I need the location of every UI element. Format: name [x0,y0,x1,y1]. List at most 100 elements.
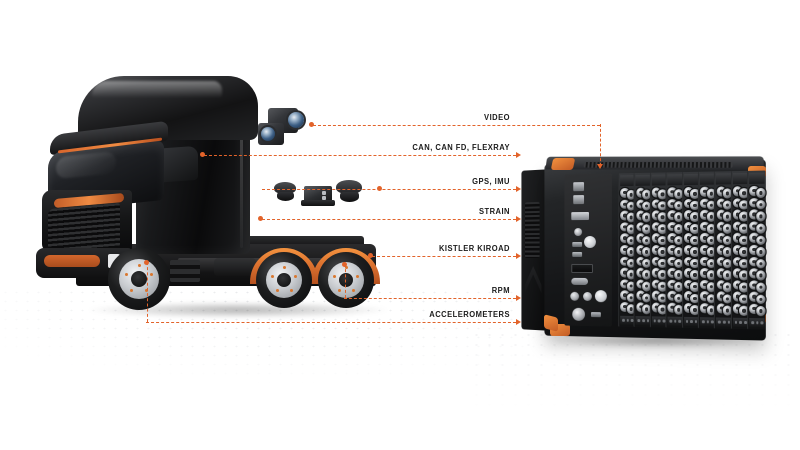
label-accelerometers: ACCELEROMETERS [429,309,510,319]
bnc-connector-pin [660,261,665,266]
ethernet-port-icon[interactable] [573,195,585,205]
bnc-connector-icon[interactable] [756,211,766,222]
bnc-connector-icon[interactable] [756,282,766,293]
wheel-lug [333,275,336,278]
bnc-connector-pin [676,215,681,219]
wheel-lug [290,289,293,292]
daq-module-header [667,174,683,186]
bnc-connector-pin [629,215,633,220]
wheel-lug [138,264,141,267]
daq-connector-module [714,171,733,329]
wheel-lug [338,289,341,292]
dsub-port-icon[interactable] [571,277,588,285]
connector-origin-can [200,152,205,157]
bnc-connector-icon[interactable] [756,294,766,305]
bnc-connector-icon[interactable] [756,223,766,234]
bnc-connector-pin [676,238,681,243]
label-gps-imu: GPS, IMU [472,176,510,186]
bnc-connector-pin [709,250,713,254]
connector-arrow-video [596,164,603,169]
bnc-connector-pin [660,215,665,220]
bnc-connector-pin [676,250,681,254]
circular-connector-icon[interactable] [572,307,586,321]
bnc-connector-pin [693,226,697,231]
bnc-connector-icon[interactable] [570,291,580,301]
bnc-connector-pin [676,203,681,208]
bnc-connector-pin [742,203,746,207]
daq-status-led [734,320,738,324]
power-button[interactable] [584,235,596,249]
daq-connector-module [730,170,750,330]
bnc-connector-icon[interactable] [756,247,766,257]
daq-module-header [651,174,667,186]
bnc-connector-icon[interactable] [756,306,766,316]
bnc-connector-pin [693,273,697,277]
bnc-connector-icon[interactable] [756,235,766,246]
bnc-connector-pin [725,261,730,266]
daq-connector-module [697,171,716,329]
bnc-connector-pin [693,308,697,312]
daq-status-led [711,320,714,324]
usb-port-icon[interactable] [590,312,601,318]
gps-imu-sensor-group [274,176,362,210]
bnc-connector-pin [709,273,713,277]
wheel-lug [130,289,133,292]
bnc-connector-icon[interactable] [756,199,766,210]
usb-port-icon[interactable] [572,251,583,257]
bnc-connector-pin [725,215,730,219]
bnc-connector-pin [759,297,763,301]
bnc-connector-pin [645,238,649,243]
bnc-connector-pin [645,307,649,311]
bnc-connector-icon[interactable] [756,270,766,281]
bnc-connector-icon[interactable] [583,291,592,302]
connector-line-video [313,124,600,126]
usb-port-icon[interactable] [572,242,583,248]
daq-module-footer [651,316,667,326]
daq-side-vent [525,201,540,259]
bnc-connector-pin [645,296,649,300]
ethernet-port-icon[interactable] [573,182,585,192]
daq-status-led [674,319,677,323]
connector-line-gps [262,188,516,190]
wheel-lug [356,275,359,278]
truck-front-rim [119,259,159,299]
bnc-connector-pin [725,297,730,301]
truck-front-hubcap [131,271,147,287]
bnc-connector-pin [660,250,665,254]
bnc-connector-pin [676,192,681,196]
bnc-connector-pin [725,308,730,313]
bnc-connector-pin [709,203,713,207]
bnc-connector-pin [725,191,730,196]
connector-line-rpm-vertical [344,264,346,298]
daq-connector-module [665,172,684,328]
label-kistler-kiroad: KISTLER KIROAD [438,243,510,253]
camera-lens-large [288,112,304,128]
bnc-connector-pin [759,226,763,231]
bnc-connector-icon[interactable] [756,188,766,198]
connector-line-rpm [344,297,516,299]
hdmi-port-icon[interactable] [571,263,593,274]
bnc-connector-pin [645,204,649,208]
bnc-connector-icon[interactable] [756,258,766,269]
bnc-connector-pin [725,285,730,289]
daq-connector-module [633,172,652,328]
bnc-connector-pin [676,307,681,312]
daq-status-led [760,321,764,324]
daq-module-footer [620,315,635,325]
bnc-connector-pin [693,250,697,254]
bnc-connector-pin [660,296,665,300]
daq-status-led [658,319,661,323]
daq-status-led [727,320,731,324]
reset-button[interactable] [594,290,607,303]
power-connector-icon[interactable] [574,228,583,237]
label-strain: STRAIN [478,206,510,216]
bnc-connector-pin [645,273,649,277]
daq-status-led [669,319,673,323]
bnc-connector-pin [709,226,713,231]
bnc-connector-pin [759,214,763,219]
connector-line-kiroad [372,255,516,257]
bnc-connector-pin [759,238,763,242]
dvi-port-icon[interactable] [571,211,589,221]
wheel-lug [276,289,279,292]
